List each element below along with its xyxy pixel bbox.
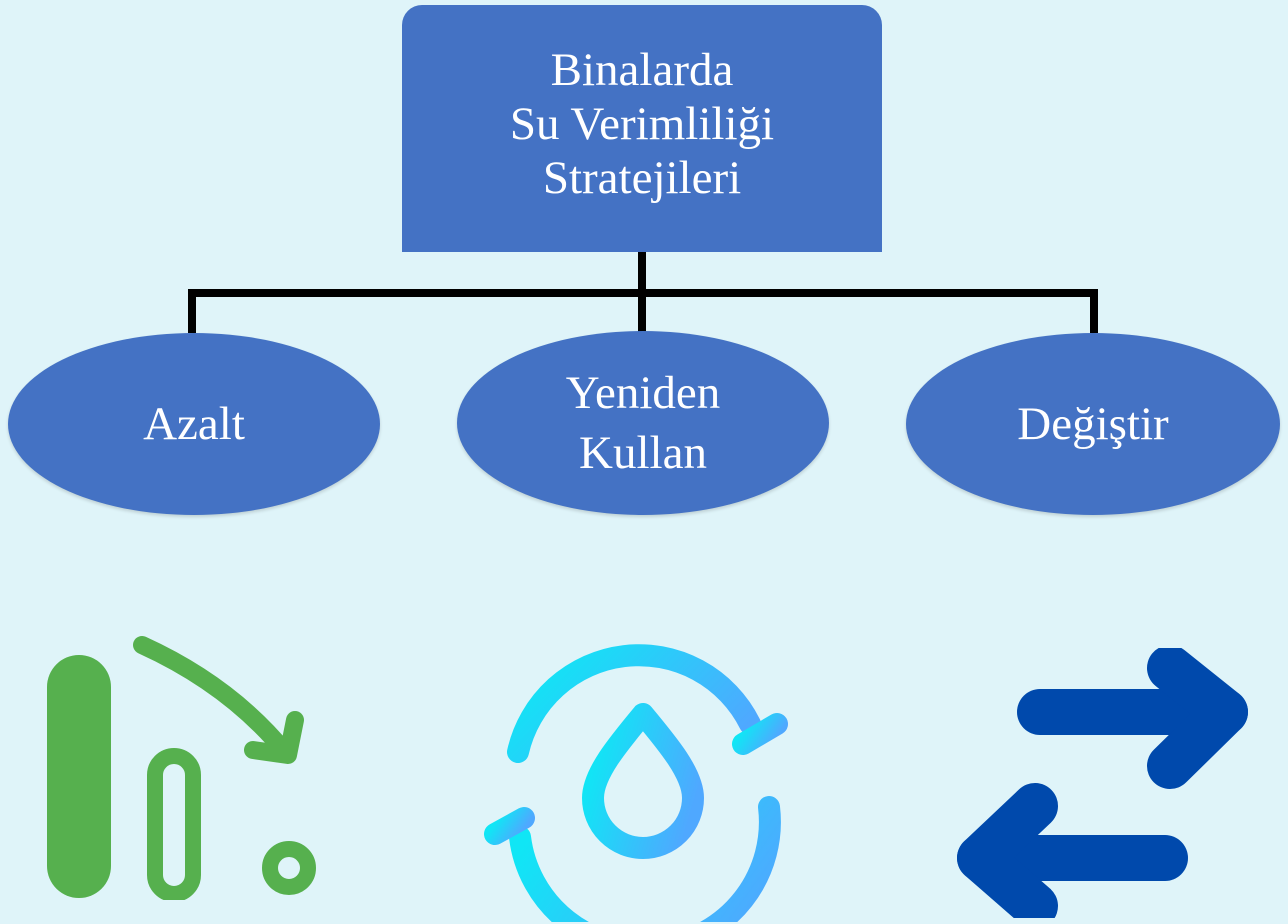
branch-reuse: Yeniden Kullan — [457, 331, 829, 515]
connector-left-drop — [188, 289, 196, 333]
root-title-line-2: Su Verimliliği — [509, 98, 775, 150]
water-recycle-icon — [484, 644, 788, 922]
root-title-line-3: Stratejileri — [542, 152, 742, 204]
root-title-line-1: Binalarda — [550, 44, 734, 96]
root-strategy-title: Binalarda Su Verimliliği Stratejileri — [402, 43, 882, 205]
branch-reuse-label-line-1: Yeniden — [565, 367, 721, 419]
branch-reduce-label: Azalt — [143, 398, 245, 450]
swap-arrows-icon — [957, 648, 1248, 918]
branch-replace-label: Değiştir — [1017, 398, 1169, 450]
reduce-chart-icon — [47, 636, 316, 900]
root-strategy-box: Binalarda Su Verimliliği Stratejileri — [402, 5, 882, 252]
branch-replace: Değiştir — [906, 333, 1280, 515]
branch-reuse-label-line-2: Kullan — [579, 427, 707, 479]
connector-right-drop — [1090, 289, 1098, 333]
connector-horizontal — [188, 289, 1098, 297]
branch-reduce: Azalt — [8, 333, 380, 515]
